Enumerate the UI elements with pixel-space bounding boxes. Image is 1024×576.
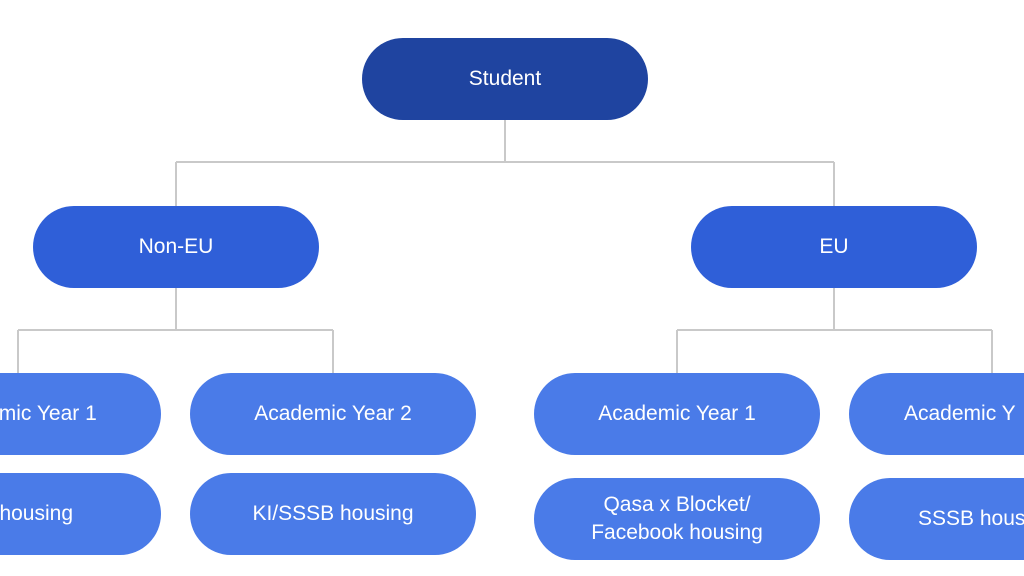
node-student-label: Student <box>468 67 542 90</box>
node-noneu-year1-housing: housing <box>0 473 161 555</box>
node-noneu-academic-year-2: Academic Year 2 <box>190 373 476 455</box>
node-non-eu: Non-EU <box>33 206 319 288</box>
node-eu-year1-housing-line-1: Qasa x Blocket/ <box>603 493 751 516</box>
node-noneu-academic-year-1-label: Academic Year 1 <box>0 402 97 425</box>
node-eu: EU <box>691 206 977 288</box>
node-eu-academic-year-2: Academic Y <box>849 373 1024 455</box>
node-eu-academic-year-1: Academic Year 1 <box>534 373 820 455</box>
node-eu-year2-housing: SSSB hous <box>849 478 1024 560</box>
node-noneu-academic-year-1: Academic Year 1 <box>0 373 161 455</box>
node-eu-year1-housing-line-2: Facebook housing <box>591 521 763 544</box>
node-eu-label: EU <box>819 235 849 258</box>
node-eu-year1-housing: Qasa x Blocket/ Facebook housing <box>534 478 820 560</box>
node-eu-year2-housing-label: SSSB hous <box>918 507 1024 530</box>
node-noneu-year2-housing-label: KI/SSSB housing <box>252 502 414 525</box>
node-eu-academic-year-1-label: Academic Year 1 <box>598 402 756 425</box>
node-noneu-year2-housing: KI/SSSB housing <box>190 473 476 555</box>
node-noneu-year1-housing-label: housing <box>0 502 73 525</box>
node-eu-academic-year-2-label: Academic Y <box>904 402 1016 425</box>
node-noneu-academic-year-2-label: Academic Year 2 <box>254 402 412 425</box>
node-student: Student <box>362 38 648 120</box>
node-non-eu-label: Non-EU <box>138 235 214 258</box>
